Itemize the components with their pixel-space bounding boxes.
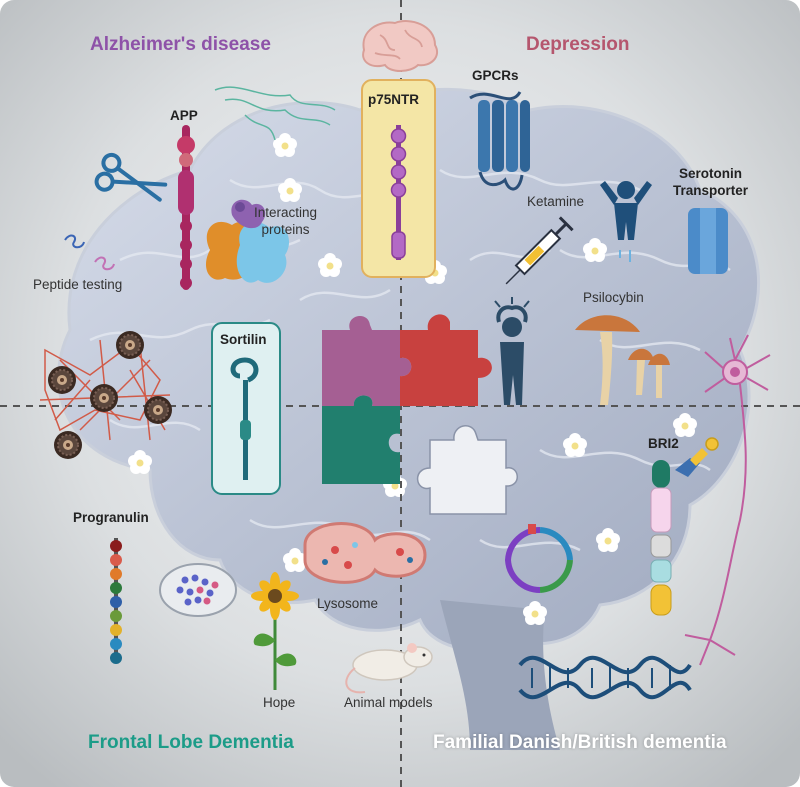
label-serotonin-transporter: Serotonin Transporter: [673, 166, 749, 198]
label-lysosome: Lysosome: [317, 596, 379, 611]
label-bri2: BRI2: [648, 436, 679, 451]
bri2-protein: [650, 437, 719, 616]
label-ketamine: Ketamine: [527, 194, 585, 209]
mouse-icon: [345, 643, 433, 694]
gpcr-icon: [469, 91, 530, 191]
label-progranulin: Progranulin: [73, 510, 149, 525]
label-p75ntr: p75NTR: [368, 92, 420, 107]
mushroom-icon: [575, 315, 670, 405]
sunflower-icon: [251, 572, 299, 690]
title-alzheimers: Alzheimer's disease: [90, 34, 271, 55]
interacting-proteins-icon: [205, 199, 290, 283]
sortilin-box: [211, 322, 281, 495]
amyloid-fibrils: [214, 86, 336, 141]
amyloid-plaque-icon: [39, 330, 173, 460]
label-animal-models: Animal models: [344, 695, 433, 710]
brain-stem: [440, 600, 560, 750]
person-jumping-icon: [600, 181, 652, 262]
plasmid-icon: [504, 524, 573, 594]
syringe-icon: [505, 216, 574, 285]
title-depression: Depression: [526, 34, 630, 55]
dna-icon: [518, 655, 692, 700]
brain-icon: [362, 20, 438, 72]
serotonin-transporter-icon: [688, 208, 728, 274]
title-frontal-lobe-dementia: Frontal Lobe Dementia: [88, 732, 294, 753]
distressed-person-icon: [494, 297, 530, 405]
label-app: APP: [170, 108, 198, 123]
label-peptide-testing: Peptide testing: [33, 277, 123, 292]
label-hope: Hope: [263, 695, 296, 710]
progranulin-protein: [110, 538, 122, 664]
title-familial-dementia: Familial Danish/British dementia: [433, 732, 727, 753]
p75ntr-box: [361, 79, 436, 278]
app-protein: [177, 125, 195, 290]
label-psilocybin: Psilocybin: [583, 290, 644, 305]
scissors-icon: [94, 152, 168, 202]
label-gpcrs: GPCRs: [472, 68, 519, 83]
label-sortilin: Sortilin: [220, 332, 267, 347]
peptide-icon: [64, 234, 115, 271]
lysosome-icon: [303, 522, 427, 584]
petri-dish-icon: [159, 563, 237, 617]
neuron-icon: [684, 334, 771, 666]
label-interacting-proteins: Interacting proteins: [254, 205, 318, 237]
puzzle-icon: [322, 314, 518, 515]
